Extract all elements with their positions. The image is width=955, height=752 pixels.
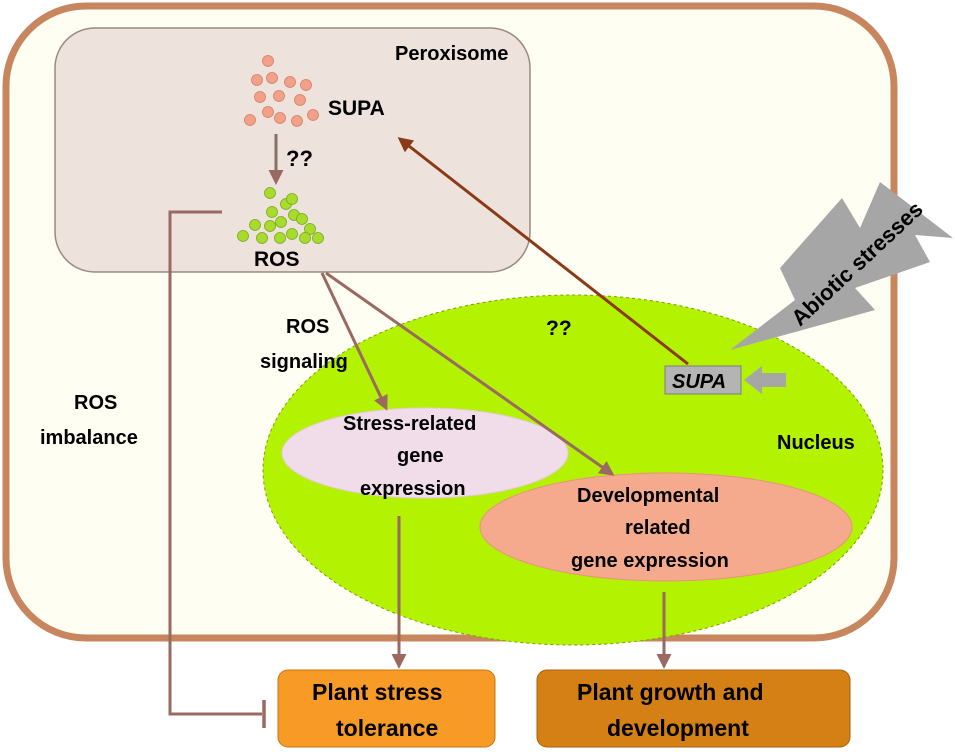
- ros-to-dev-gene-arrow: [325, 271, 615, 476]
- supa-protein-dots: [244, 55, 319, 127]
- nucleus-unknown-label: ??: [546, 317, 572, 340]
- ros-dots: [237, 187, 324, 244]
- ros-to-stress-gene-arrow: [320, 272, 388, 411]
- plant-growth-development-box: [536, 669, 851, 748]
- stress-gene-label-line1: Stress-related: [343, 413, 476, 435]
- dev-gene-label-line2: related: [625, 517, 691, 539]
- ros-signaling-label-line1: ROS: [286, 316, 329, 338]
- supa-gene-box: [664, 365, 742, 395]
- ros-imbalance-label-line2: imbalance: [40, 427, 138, 449]
- supa-promoter-arrow-icon: [744, 366, 786, 394]
- plant-stress-label-line1: Plant stress: [312, 679, 442, 705]
- plant-growth-label-line2: development: [607, 715, 749, 741]
- ros-label: ROS: [254, 248, 300, 271]
- developmental-gene-expression: [479, 472, 853, 582]
- dev-gene-label-line3: gene expression: [571, 550, 729, 572]
- ros-imbalance-inhibition-line: [168, 210, 262, 716]
- plant-growth-label-line1: Plant growth and: [577, 679, 764, 705]
- ros-imbalance-label-line1: ROS: [74, 392, 117, 414]
- peroxisome-label: Peroxisome: [395, 43, 508, 65]
- nucleus-label: Nucleus: [777, 432, 855, 454]
- unknown-conversion-label: ??: [286, 146, 313, 171]
- plant-stress-tolerance-box: [277, 669, 496, 748]
- ros-signaling-label-line2: signaling: [260, 351, 348, 373]
- supa-protein-label: SUPA: [328, 97, 385, 120]
- stress-gene-label-line3: expression: [360, 478, 466, 500]
- stress-gene-label-line2: gene: [397, 445, 444, 467]
- supa-gene-label: SUPA: [672, 371, 726, 393]
- dev-gene-label-line1: Developmental: [577, 485, 719, 507]
- supa-gene-to-protein-arrow: [397, 137, 689, 366]
- stress-related-gene-expression: [281, 407, 569, 499]
- plant-stress-label-line2: tolerance: [336, 715, 438, 741]
- abiotic-stress-lightning-icon: [730, 182, 953, 350]
